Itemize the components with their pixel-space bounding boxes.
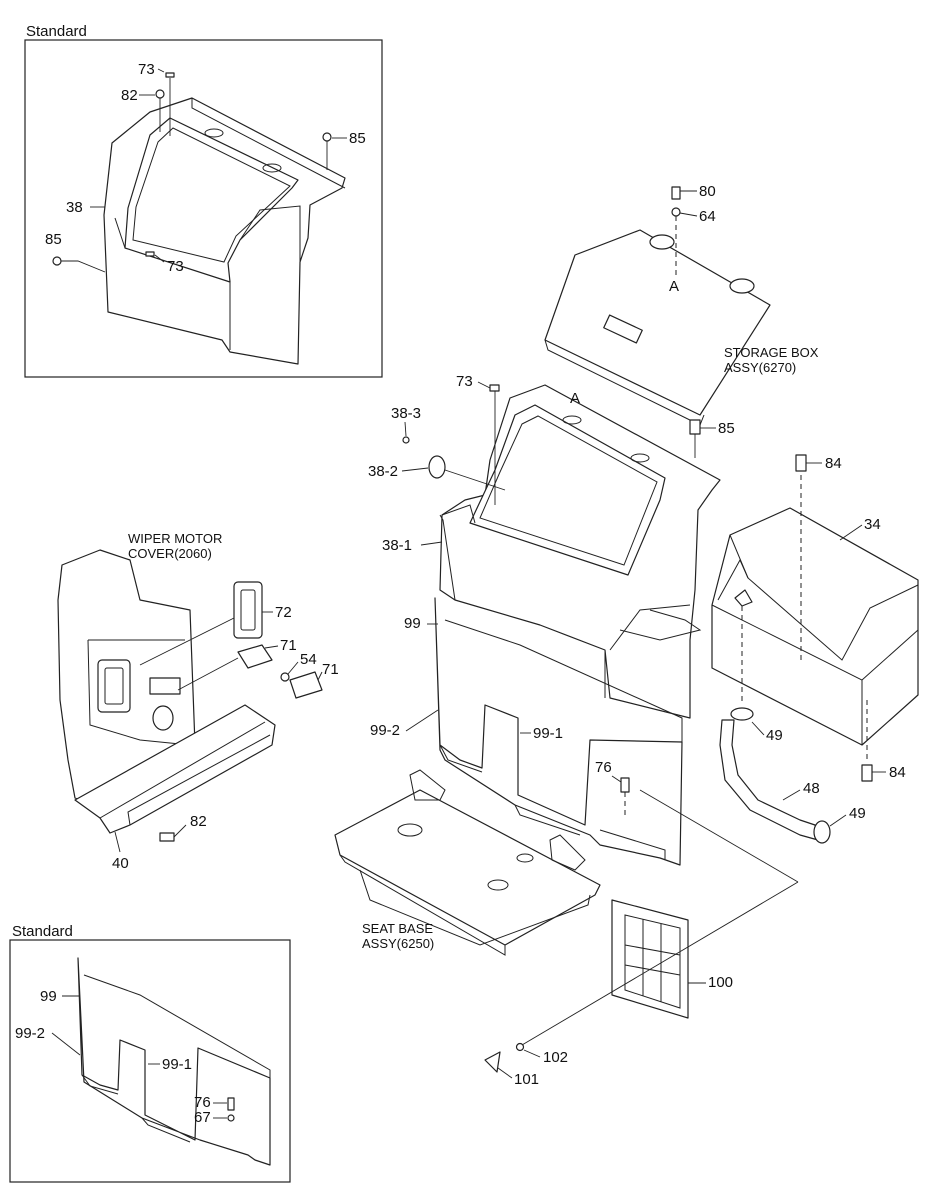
- cover-window-opening: [469, 404, 666, 576]
- callout-a: A: [669, 278, 679, 295]
- storage-box: [711, 507, 919, 746]
- callout-a: A: [570, 390, 580, 407]
- inset-title-standard: Standard: [26, 23, 87, 40]
- callout-84: 84: [889, 764, 906, 781]
- callout-72: 72: [275, 604, 292, 621]
- callout-99-2: 99-2: [15, 1025, 45, 1042]
- caption-wiper-motor: WIPER MOTOR: [128, 531, 222, 546]
- washer-icon: [227, 1114, 235, 1122]
- caption-wiper-motor-cover: COVER(2060): [128, 546, 212, 561]
- callout-76: 76: [595, 759, 612, 776]
- callout-48: 48: [803, 780, 820, 797]
- switch-slot: [149, 677, 181, 695]
- callout-82: 82: [121, 87, 138, 104]
- inset-standard-cover: Standard 73 82 85 38 85 73: [24, 23, 383, 378]
- callout-38-2: 38-2: [368, 463, 398, 480]
- callout-85: 85: [718, 420, 735, 437]
- switch-cap: [237, 644, 273, 669]
- callout-99-1: 99-1: [162, 1056, 192, 1073]
- callout-76: 76: [194, 1094, 211, 1111]
- bolt-icon: [159, 832, 175, 842]
- storage-box-lid-group: A 80 64 STORAGE BOX ASSY(6270): [544, 183, 819, 426]
- callout-34: 34: [864, 516, 881, 533]
- callout-49: 49: [766, 727, 783, 744]
- callout-38: 38: [66, 199, 83, 216]
- drain-fitting: [734, 589, 753, 607]
- callout-84: 84: [825, 455, 842, 472]
- clip-icon: [489, 384, 500, 392]
- bolt-icon: [52, 256, 62, 266]
- hose-clamp-icon: [730, 707, 754, 721]
- washer-icon: [515, 1042, 525, 1052]
- lid-handle: [603, 314, 643, 344]
- caption-seat-base: SEAT BASE: [362, 921, 433, 936]
- callout-73: 73: [456, 373, 473, 390]
- callout-54: 54: [300, 651, 317, 668]
- callout-40: 40: [112, 855, 129, 872]
- callout-80: 80: [699, 183, 716, 200]
- hose-clamp-icon: [813, 820, 831, 844]
- grille-cover: [611, 899, 689, 1019]
- callout-99: 99: [404, 615, 421, 632]
- hinge-icon: [729, 278, 755, 294]
- knob-icon: [428, 455, 446, 479]
- wing-bolt-icon: [484, 1051, 501, 1073]
- callout-73: 73: [138, 61, 155, 78]
- switch-cap: [289, 671, 323, 699]
- partition-panel-standard: [77, 957, 271, 1166]
- switch-panel-recess: [97, 659, 131, 713]
- grille-cover-group: 100 102 101: [484, 789, 799, 1088]
- caption-storage-box-assy: ASSY(6270): [724, 360, 796, 375]
- clip-icon: [165, 72, 175, 78]
- bolt-icon: [155, 89, 165, 99]
- pin-icon: [402, 436, 410, 444]
- callout-99-2: 99-2: [370, 722, 400, 739]
- cover-rail: [74, 704, 276, 834]
- callout-64: 64: [699, 208, 716, 225]
- seat-base-group: SEAT BASE ASSY(6250): [334, 769, 601, 956]
- inset-title-standard: Standard: [12, 923, 73, 940]
- bolt-icon: [620, 777, 630, 793]
- bolt-icon: [861, 764, 873, 782]
- callout-85: 85: [45, 231, 62, 248]
- callout-99: 99: [40, 988, 57, 1005]
- callout-101: 101: [514, 1071, 539, 1088]
- callout-102: 102: [543, 1049, 568, 1066]
- switch-hole: [152, 705, 174, 731]
- bolt-icon: [689, 419, 701, 435]
- callout-73: 73: [167, 258, 184, 275]
- cab-cover-assembly: 73 A 85 38-3 38-2 38-1: [368, 373, 735, 719]
- clip-icon: [145, 251, 155, 257]
- bolt-icon: [671, 186, 681, 200]
- cover-window-opening: [124, 117, 299, 283]
- storage-box-group: 84 34 84: [711, 454, 919, 782]
- callout-100: 100: [708, 974, 733, 991]
- callout-67: 67: [194, 1109, 211, 1126]
- storage-box-lid: [544, 229, 771, 416]
- inset-frame: [24, 39, 383, 378]
- wiper-motor-cover-group: WIPER MOTOR COVER(2060) 72 71 54 71 82 4…: [57, 531, 339, 872]
- inset-standard-partition: Standard 99 99-2 99-1 76 67: [9, 923, 291, 1183]
- bolt-icon: [795, 454, 807, 472]
- bolt-icon: [322, 132, 332, 142]
- inset-frame: [9, 939, 291, 1183]
- partition-panel-group: 99 99-2 99-1 76: [370, 597, 683, 866]
- callout-85: 85: [349, 130, 366, 147]
- callout-38-3: 38-3: [391, 405, 421, 422]
- washer-icon: [671, 207, 681, 217]
- callout-99-1: 99-1: [533, 725, 563, 742]
- drain-hose-group: 49 48 49: [719, 707, 866, 844]
- callout-71: 71: [280, 637, 297, 654]
- callout-38-1: 38-1: [382, 537, 412, 554]
- caption-storage-box: STORAGE BOX: [724, 345, 819, 360]
- hinge-icon: [649, 234, 675, 250]
- callout-49: 49: [849, 805, 866, 822]
- caption-seat-base-assy: ASSY(6250): [362, 936, 434, 951]
- callout-82: 82: [190, 813, 207, 830]
- partition-panel: [434, 597, 683, 866]
- callout-71: 71: [322, 661, 339, 678]
- bolt-icon: [227, 1097, 235, 1111]
- washer-icon: [280, 672, 290, 682]
